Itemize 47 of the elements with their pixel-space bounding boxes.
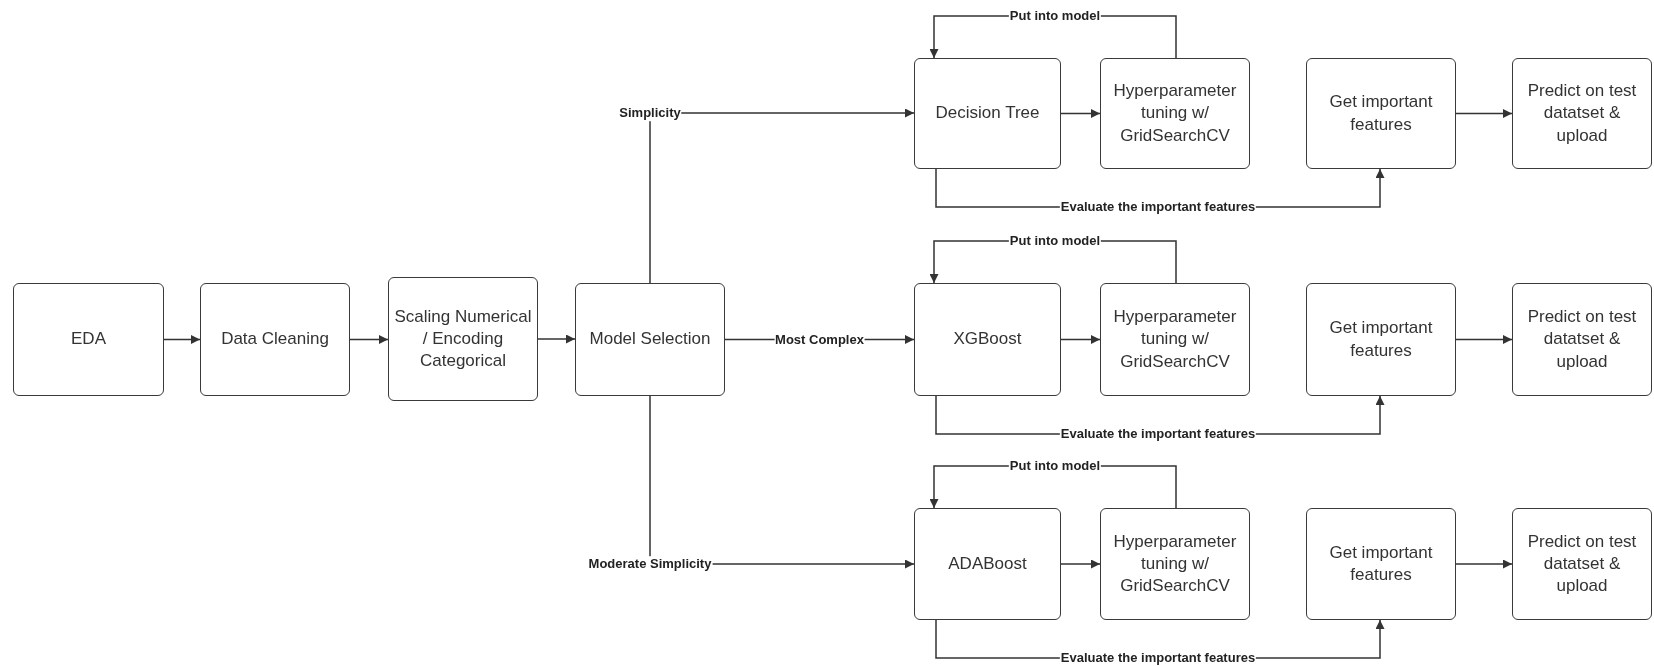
arrow xyxy=(1060,109,1101,118)
process-box xyxy=(1100,283,1250,396)
edge-label: Moderate Simplicity xyxy=(587,556,713,572)
process-box xyxy=(13,283,164,396)
box-label: EDA xyxy=(71,328,106,351)
process-box xyxy=(388,277,538,401)
edge-label: Evaluate the important features xyxy=(1059,650,1257,666)
box-label: Predict on test datatset & upload xyxy=(1526,530,1638,598)
arrow xyxy=(1060,335,1101,344)
process-box xyxy=(914,508,1061,620)
arrow xyxy=(1455,559,1513,569)
process-box xyxy=(575,283,725,396)
box-label: Decision Tree xyxy=(935,102,1040,125)
edge-label: Simplicity xyxy=(618,105,682,121)
edge-label: Evaluate the important features xyxy=(1059,199,1257,215)
box-label: Get important features xyxy=(1328,91,1434,136)
process-box xyxy=(914,58,1061,169)
process-box xyxy=(1512,58,1652,169)
process-box xyxy=(1100,508,1250,620)
process-box xyxy=(1100,58,1250,169)
box-label: XGBoost xyxy=(953,328,1022,351)
box-label: ADABoost xyxy=(948,552,1027,575)
box-label: Hyperparameter tuning w/ GridSearchCV xyxy=(1112,80,1238,147)
box-label: Hyperparameter tuning w/ GridSearchCV xyxy=(1112,306,1238,373)
arrow xyxy=(1060,559,1101,569)
edge-label: Evaluate the important features xyxy=(1059,426,1257,442)
arrow xyxy=(649,108,915,284)
box-label: Scaling Numerical / Encoding Categorical xyxy=(393,305,533,373)
arrow xyxy=(349,335,389,344)
box-label: Data Cleaning xyxy=(221,328,329,351)
process-box xyxy=(1512,283,1652,396)
process-box xyxy=(1512,508,1652,620)
box-label: Get important features xyxy=(1328,541,1434,586)
process-box xyxy=(1306,283,1456,396)
process-box xyxy=(914,283,1061,396)
arrow xyxy=(163,335,201,344)
box-label: Predict on test datatset & upload xyxy=(1526,306,1638,373)
arrow xyxy=(1455,335,1513,344)
box-label: Hyperparameter tuning w/ GridSearchCV xyxy=(1112,530,1238,598)
arrow xyxy=(537,334,576,344)
box-label: Model Selection xyxy=(589,328,711,351)
box-label: Get important features xyxy=(1328,317,1434,362)
process-box xyxy=(200,283,350,396)
arrow xyxy=(1455,109,1513,118)
process-box xyxy=(1306,508,1456,620)
process-box xyxy=(1306,58,1456,169)
box-label: Predict on test datatset & upload xyxy=(1526,80,1638,147)
